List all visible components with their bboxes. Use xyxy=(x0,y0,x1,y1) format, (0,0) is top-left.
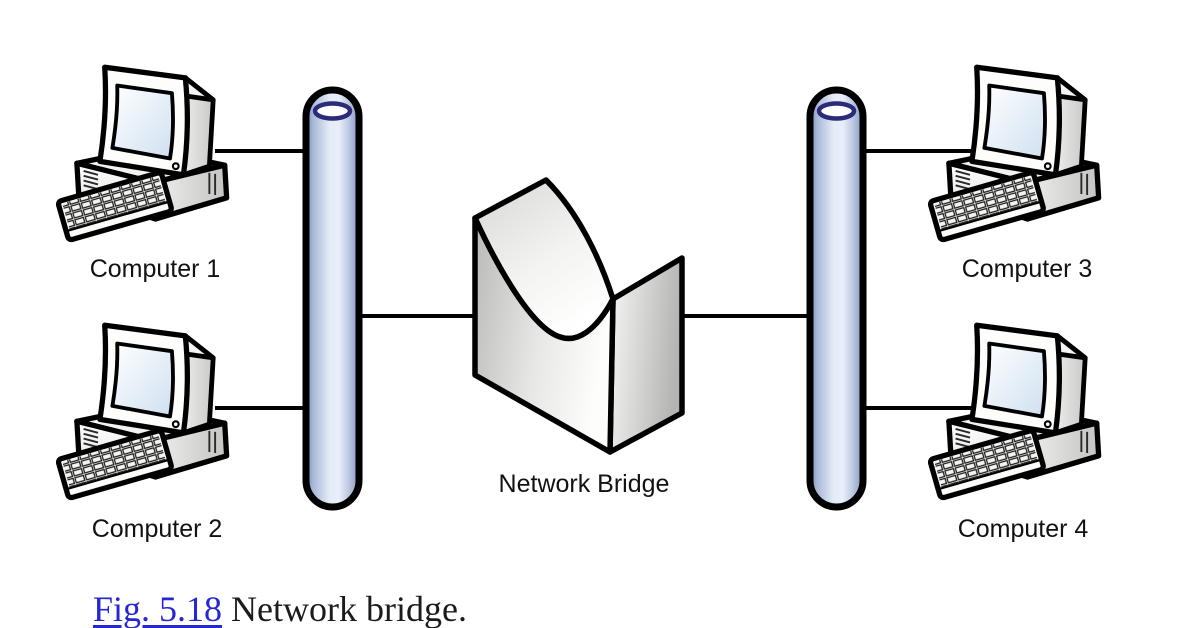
network-bridge-icon xyxy=(472,177,685,455)
figure-number-link[interactable]: Fig. 5.18 xyxy=(93,589,223,628)
computer-1-icon xyxy=(58,67,227,240)
computer-3-label: Computer 3 xyxy=(962,255,1093,283)
network-segment-left-icon xyxy=(306,90,359,507)
figure-caption-text: Network bridge. xyxy=(222,589,467,628)
network-bridge-label: Network Bridge xyxy=(499,470,670,498)
computer-2-label: Computer 2 xyxy=(92,515,223,543)
network-segment-right-icon xyxy=(810,90,863,507)
computer-4-icon xyxy=(930,325,1099,498)
computer-2-icon xyxy=(58,325,227,498)
figure-caption: Fig. 5.18 Network bridge. xyxy=(57,546,467,628)
computer-3-icon xyxy=(930,67,1099,240)
computer-4-label: Computer 4 xyxy=(958,515,1089,543)
computer-1-label: Computer 1 xyxy=(90,255,221,283)
